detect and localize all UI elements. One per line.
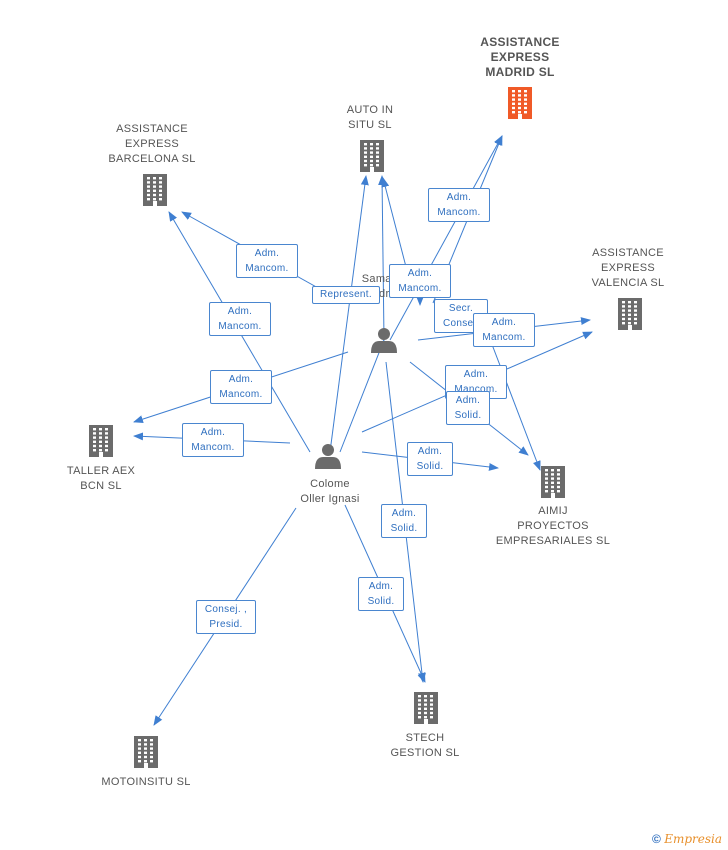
relation-badge[interactable]: Adm. Solid. <box>407 442 453 476</box>
company-label[interactable]: STECH GESTION SL <box>390 732 460 759</box>
relation-badge[interactable]: Consej. , Presid. <box>196 600 256 634</box>
relation-badge[interactable]: Adm. Solid. <box>446 391 490 425</box>
relation-badge[interactable]: Adm. Mancom. <box>473 313 535 347</box>
relation-badge[interactable]: Adm. Mancom. <box>209 302 271 336</box>
building-icon[interactable] <box>618 298 642 330</box>
building-icon[interactable] <box>89 425 113 457</box>
relation-badge[interactable]: Adm. Mancom. <box>210 370 272 404</box>
relation-badge[interactable]: Adm. Solid. <box>358 577 404 611</box>
building-icon[interactable] <box>541 466 565 498</box>
relation-badge[interactable]: Adm. Mancom. <box>428 188 490 222</box>
building-icon[interactable] <box>143 174 167 206</box>
company-label[interactable]: MOTOINSITU SL <box>101 776 191 788</box>
relation-edge <box>339 339 385 453</box>
relation-badge[interactable]: Adm. Mancom. <box>389 264 451 298</box>
icon-layer <box>89 87 642 768</box>
brand-logo: Empresia <box>664 832 722 846</box>
relation-badge[interactable]: Represent. <box>312 286 380 304</box>
building-icon[interactable] <box>134 736 158 768</box>
company-label[interactable]: ASSISTANCE EXPRESS VALENCIA SL <box>591 247 665 289</box>
copyright-icon: © <box>652 832 661 846</box>
relation-edge <box>378 175 387 341</box>
company-label[interactable]: AIMIJ PROYECTOS EMPRESARIALES SL <box>495 505 611 547</box>
relation-edge <box>389 135 503 341</box>
relation-badge[interactable]: Adm. Mancom. <box>182 423 244 457</box>
company-label[interactable]: ASSISTANCE EXPRESS BARCELONA SL <box>108 123 196 165</box>
person-label[interactable]: Colome Oller Ignasi <box>300 478 360 505</box>
building-icon[interactable] <box>414 692 438 724</box>
footer-brand: © Empresia <box>652 832 722 846</box>
person-icon[interactable] <box>371 328 397 353</box>
company-label[interactable]: TALLER AEX BCN SL <box>66 465 136 492</box>
relation-edge <box>329 175 369 453</box>
company-label[interactable]: ASSISTANCE EXPRESS MADRID SL <box>480 35 560 79</box>
person-icon[interactable] <box>315 444 341 469</box>
relation-badge[interactable]: Adm. Solid. <box>381 504 427 538</box>
relation-badge[interactable]: Adm. Mancom. <box>236 244 298 278</box>
building-icon[interactable] <box>360 140 384 172</box>
building-icon[interactable] <box>508 87 532 119</box>
company-label[interactable]: AUTO IN SITU SL <box>346 104 394 131</box>
